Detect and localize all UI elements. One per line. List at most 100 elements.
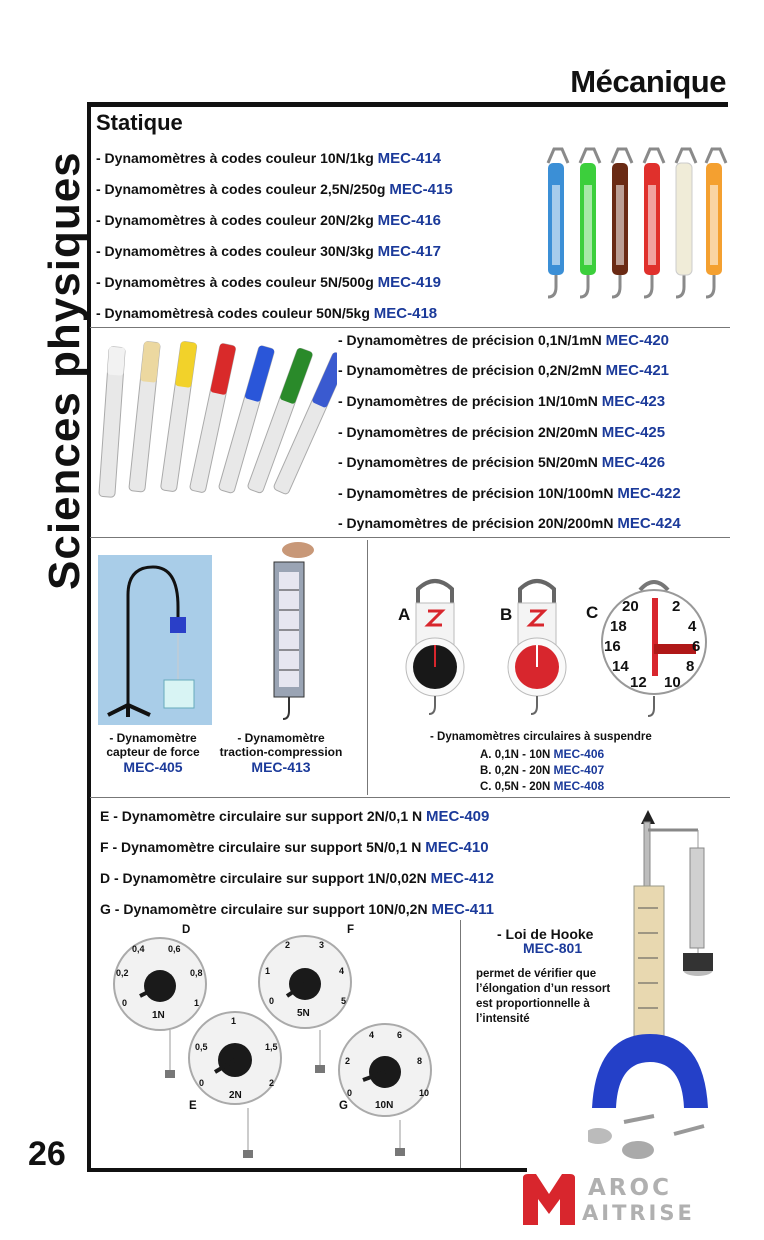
dial-c-number: 14 — [612, 658, 629, 675]
dial-tick: 0 — [122, 998, 128, 1008]
dial-tick: 4 — [369, 1030, 375, 1040]
dial-tick: 0,2 — [116, 968, 129, 978]
force-sensor-photo — [98, 555, 212, 725]
list-item: - Dynamomètres de précision 1N/10mN MEC-… — [338, 393, 666, 410]
dial-c-number: 16 — [604, 638, 621, 655]
dial-g: 0 2 4 6 8 10 10N G — [335, 1020, 435, 1120]
dial-e-face — [188, 1011, 282, 1105]
dial-tick: 1 — [265, 966, 271, 976]
list-item: - Dynamomètres de précision 0,2N/2mN MEC… — [338, 362, 670, 379]
list-item: - Dynamomètres de précision 2N/20mN MEC-… — [338, 424, 666, 441]
precision-dynamometers-photo — [98, 341, 337, 498]
dial-e: 0 0,5 1 1,5 2 2N E — [185, 1008, 285, 1112]
list-item: - Dynamomètres de précision 5N/20mN MEC-… — [338, 454, 666, 471]
section-heading-statique: Statique — [96, 110, 183, 135]
dial-tick: 3 — [319, 940, 325, 950]
company-logo: AROC AITRISE — [520, 1172, 720, 1228]
list-item: A. 0,1N - 10N MEC-406 — [480, 747, 605, 761]
dial-unit: 2N — [229, 1090, 242, 1101]
dial-tick: 2 — [269, 1078, 275, 1088]
dial-c-number: 6 — [692, 638, 701, 655]
divider — [367, 540, 368, 795]
hooke-description: permet de vérifier que l’élongation d’un… — [476, 968, 611, 1025]
dial-unit: 10N — [375, 1100, 394, 1111]
dial-tick: 6 — [397, 1030, 403, 1040]
list-item: - Dynamomètres de précision 20N/200mN ME… — [338, 515, 681, 532]
dial-tick: 1 — [194, 998, 200, 1008]
dial-tick: 0,4 — [132, 944, 145, 954]
dial-c-number: 8 — [686, 658, 695, 675]
divider — [90, 797, 730, 798]
list-item: - Dynamomètres à codes couleur 5N/500g M… — [96, 274, 442, 291]
list-item: - Dynamomètres à codes couleur 10N/1kg M… — [96, 150, 442, 167]
dial-f: F 0 1 2 3 4 5 5N — [255, 924, 355, 1029]
dial-unit: 5N — [297, 1008, 310, 1019]
list-item: D - Dynamomètre circulaire sur support 1… — [100, 870, 495, 887]
header-rule — [88, 102, 728, 107]
dial-c-hook — [647, 696, 655, 717]
dial-d-face — [113, 937, 207, 1031]
hanging-weights — [165, 1030, 405, 1158]
hooke-apparatus-photo — [588, 810, 713, 1159]
hooke-title: - Loi de Hooke — [497, 926, 594, 942]
left-rule — [87, 102, 91, 1172]
dial-letter: G — [339, 1100, 348, 1112]
label-a: A — [398, 605, 411, 624]
divider — [90, 537, 730, 538]
dial-tick: 10 — [419, 1088, 430, 1098]
list-item: - Dynamomètres à codes couleur 30N/3kg M… — [96, 243, 442, 260]
dial-scale-b-photo — [507, 579, 567, 715]
dial-c-number: 12 — [630, 674, 647, 691]
list-item: C. 0,5N - 20N MEC-408 — [480, 779, 605, 793]
dial-tick: 1,5 — [265, 1042, 278, 1052]
dial-tick: 0,5 — [195, 1042, 208, 1052]
list-item: F - Dynamomètre circulaire sur support 5… — [100, 839, 489, 856]
list-item: G - Dynamomètre circulaire sur support 1… — [100, 901, 494, 918]
dial-d: D 0 0,2 0,4 0,6 0,8 1 1N — [110, 924, 210, 1031]
color-dynamometers-photo — [546, 147, 728, 299]
dial-tick: 8 — [417, 1056, 423, 1066]
dial-c-face — [601, 580, 707, 695]
dial-c-number: 18 — [610, 618, 627, 635]
dial-g-face — [338, 1023, 432, 1117]
dial-c-number: 4 — [688, 618, 697, 635]
logo-text-line2: AITRISE — [582, 1201, 695, 1225]
dial-f-face — [258, 935, 352, 1029]
dial-unit: 1N — [152, 1010, 165, 1021]
caption-traction: - Dynamomètre traction-compression MEC-4… — [219, 731, 343, 775]
list-item: E - Dynamomètre circulaire sur support 2… — [100, 808, 490, 825]
list-item: - Dynamomètresà codes couleur 50N/5kg ME… — [96, 305, 438, 322]
list-item: - Dynamomètres de précision 0,1N/1mN MEC… — [338, 332, 670, 349]
page-number: 26 — [28, 1135, 66, 1173]
traction-dynamometer-photo — [273, 542, 314, 720]
divider — [90, 327, 730, 328]
logo-m-icon — [523, 1174, 575, 1225]
vertical-section-title: Sciences physiques — [40, 151, 89, 590]
dial-letter: D — [182, 924, 191, 936]
dial-tick: 1 — [231, 1016, 237, 1026]
list-item: - Dynamomètres de précision 10N/100mN ME… — [338, 485, 681, 502]
dial-tick: 4 — [339, 966, 345, 976]
dial-tick: 2 — [285, 940, 291, 950]
dial-tick: 0 — [347, 1088, 353, 1098]
dial-letter: F — [347, 924, 355, 936]
bottom-rule — [87, 1168, 527, 1172]
label-c: C — [586, 603, 599, 622]
dial-tick: 0 — [199, 1078, 205, 1088]
dial-tick: 5 — [341, 996, 347, 1006]
list-item: - Dynamomètres à codes couleur 2,5N/250g… — [96, 181, 453, 198]
dial-letter: E — [189, 1100, 197, 1112]
divider — [460, 920, 461, 1168]
dial-tick: 0,6 — [168, 944, 181, 954]
dial-scale-a-photo — [405, 579, 465, 715]
dial-c-number: 10 — [664, 674, 681, 691]
dial-tick: 2 — [345, 1056, 351, 1066]
hooke-code: MEC-801 — [523, 940, 583, 956]
dial-tick: 0,8 — [190, 968, 203, 978]
page-title: Mécanique — [570, 64, 726, 99]
list-item: B. 0,2N - 20N MEC-407 — [480, 763, 605, 777]
list-item: - Dynamomètres à codes couleur 20N/2kg M… — [96, 212, 442, 229]
dial-c-number: 2 — [672, 598, 681, 615]
logo-text-line1: AROC — [588, 1175, 672, 1201]
caption-capteur: - Dynamomètre capteur de force MEC-405 — [106, 731, 200, 775]
